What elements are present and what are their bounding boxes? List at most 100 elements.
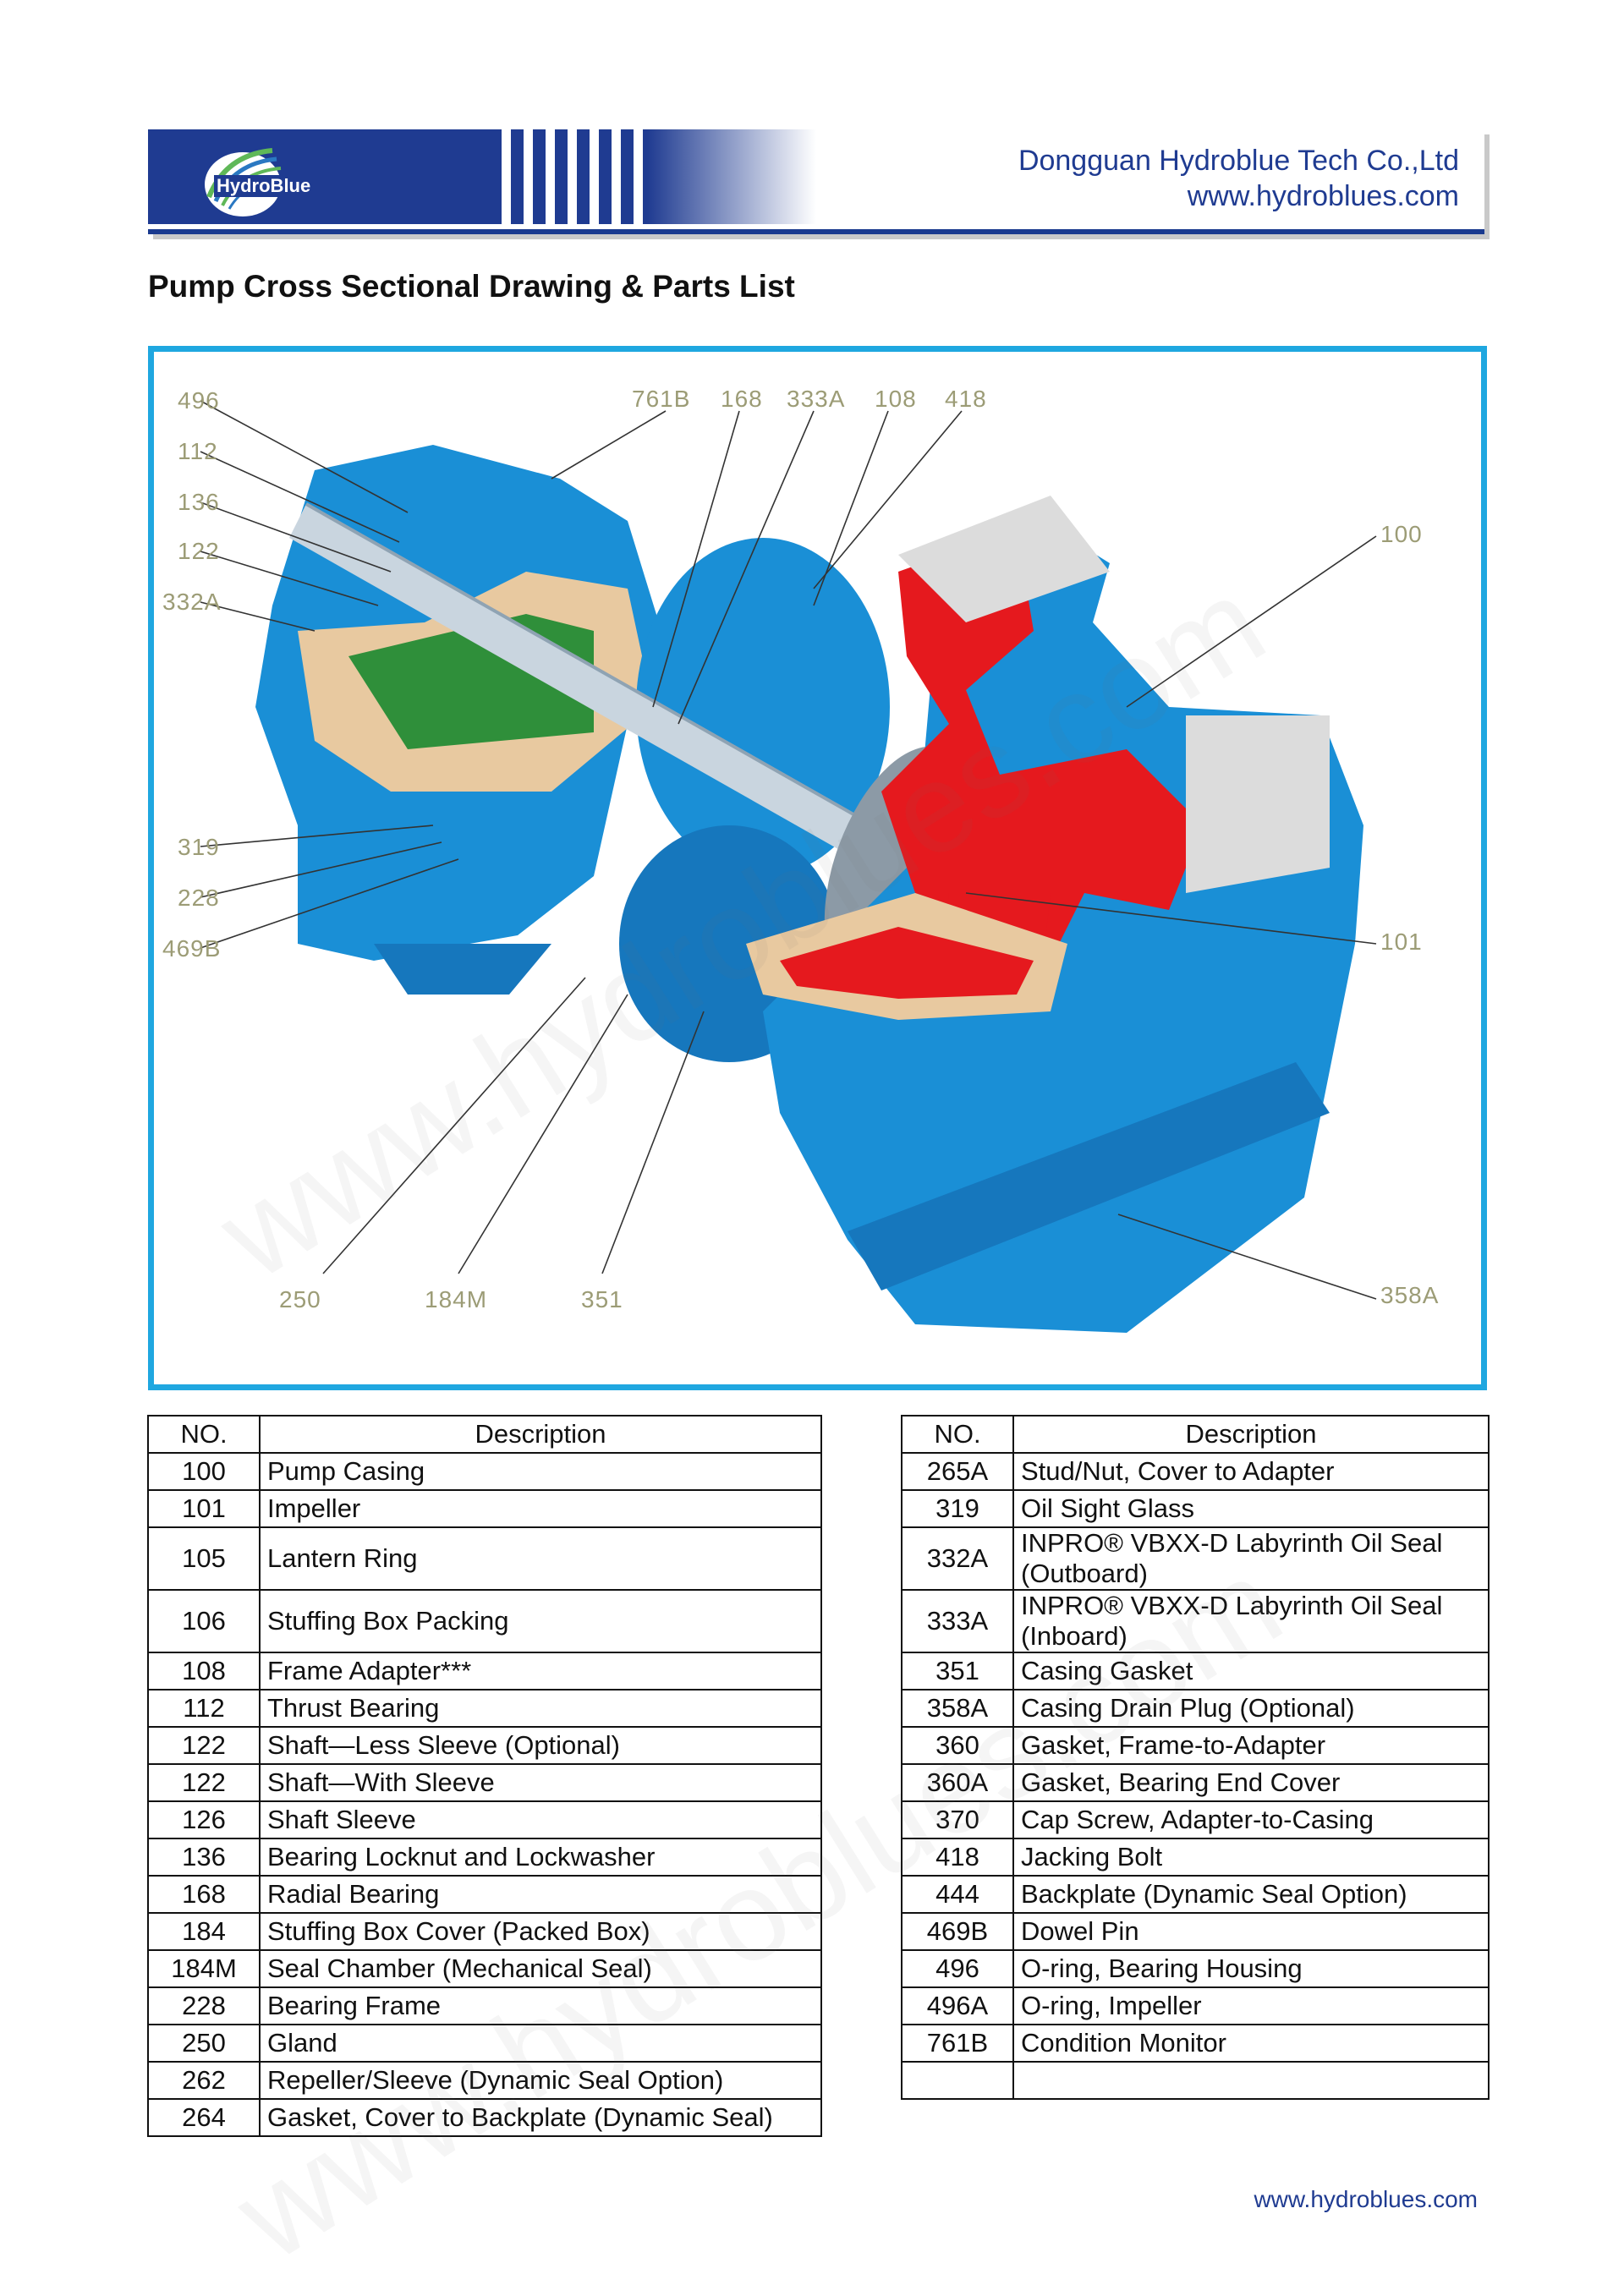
part-description: Thrust Bearing: [259, 1689, 822, 1728]
callout-168: 168: [721, 386, 763, 412]
part-description: Impeller: [259, 1489, 822, 1528]
part-description: Cap Screw, Adapter-to-Casing: [1012, 1800, 1490, 1839]
callout-228: 228: [178, 885, 220, 911]
part-description: Pump Casing: [259, 1452, 822, 1491]
part-number: 418: [901, 1838, 1014, 1877]
callout-319: 319: [178, 834, 220, 860]
part-description: Stud/Nut, Cover to Adapter: [1012, 1452, 1490, 1491]
table-row: [901, 2061, 1490, 2100]
callout-761b: 761B: [632, 386, 691, 412]
part-number: 264: [147, 2098, 261, 2137]
part-number: 106: [147, 1589, 261, 1653]
part-number: 100: [147, 1452, 261, 1491]
part-description: Shaft—Less Sleeve (Optional): [259, 1726, 822, 1765]
callout-136: 136: [178, 489, 220, 515]
part-description: Casing Drain Plug (Optional): [1012, 1689, 1490, 1728]
part-description: Gland: [259, 2024, 822, 2063]
part-description: O-ring, Impeller: [1012, 1986, 1490, 2025]
callout-496: 496: [178, 387, 220, 414]
part-number: 360A: [901, 1763, 1014, 1802]
pump-drawing-frame: 496 112 136 122 332A 319 228 469B 761B 1…: [148, 346, 1487, 1390]
table-header-row: NO. Description: [901, 1415, 1490, 1454]
header-fade: [647, 129, 816, 224]
callout-333a: 333A: [787, 386, 846, 412]
part-description: Dowel Pin: [1012, 1912, 1490, 1951]
part-number: 136: [147, 1838, 261, 1877]
table-header-row: NO. Description: [147, 1415, 822, 1454]
column-header-no: NO.: [147, 1415, 261, 1454]
part-description: Seal Chamber (Mechanical Seal): [259, 1949, 822, 1988]
part-number: 351: [901, 1652, 1014, 1690]
callout-101: 101: [1380, 929, 1423, 955]
part-description: [1012, 2061, 1490, 2100]
part-description: Stuffing Box Packing: [259, 1589, 822, 1653]
part-description: Shaft—With Sleeve: [259, 1763, 822, 1802]
part-number: 358A: [901, 1689, 1014, 1728]
callout-108: 108: [875, 386, 917, 412]
part-number: 101: [147, 1489, 261, 1528]
part-number: 112: [147, 1689, 261, 1728]
part-number: 126: [147, 1800, 261, 1839]
part-number: 370: [901, 1800, 1014, 1839]
column-header-description: Description: [1012, 1415, 1490, 1454]
company-website[interactable]: www.hydroblues.com: [1187, 180, 1459, 212]
part-number: 250: [147, 2024, 261, 2063]
part-description: INPRO® VBXX-D Labyrinth Oil Seal (Inboar…: [1012, 1589, 1490, 1653]
part-number: 265A: [901, 1452, 1014, 1491]
part-description: Stuffing Box Cover (Packed Box): [259, 1912, 822, 1951]
page-title: Pump Cross Sectional Drawing & Parts Lis…: [148, 269, 795, 304]
page-header: HydroBlue Dongguan Hydroblue Tech Co.,Lt…: [148, 129, 1484, 234]
footer-website[interactable]: www.hydroblues.com: [1254, 2186, 1478, 2212]
part-description: Frame Adapter***: [259, 1652, 822, 1690]
part-number: 469B: [901, 1912, 1014, 1951]
part-description: Oil Sight Glass: [1012, 1489, 1490, 1528]
column-header-no: NO.: [901, 1415, 1014, 1454]
part-description: Bearing Locknut and Lockwasher: [259, 1838, 822, 1877]
part-number: 184M: [147, 1949, 261, 1988]
part-number: 228: [147, 1986, 261, 2025]
part-description: Condition Monitor: [1012, 2024, 1490, 2063]
part-number: 262: [147, 2061, 261, 2100]
part-number: 332A: [901, 1526, 1014, 1591]
part-number: 360: [901, 1726, 1014, 1765]
part-number: 122: [147, 1763, 261, 1802]
callout-469b: 469B: [162, 935, 222, 962]
logo-text: HydroBlue: [214, 175, 314, 197]
company-name: Dongguan Hydroblue Tech Co.,Ltd: [1018, 145, 1459, 177]
part-description: Bearing Frame: [259, 1986, 822, 2025]
header-stripes: [495, 129, 647, 224]
callout-184m: 184M: [425, 1286, 488, 1312]
part-description: Jacking Bolt: [1012, 1838, 1490, 1877]
part-description: Lantern Ring: [259, 1526, 822, 1591]
column-header-description: Description: [259, 1415, 822, 1454]
